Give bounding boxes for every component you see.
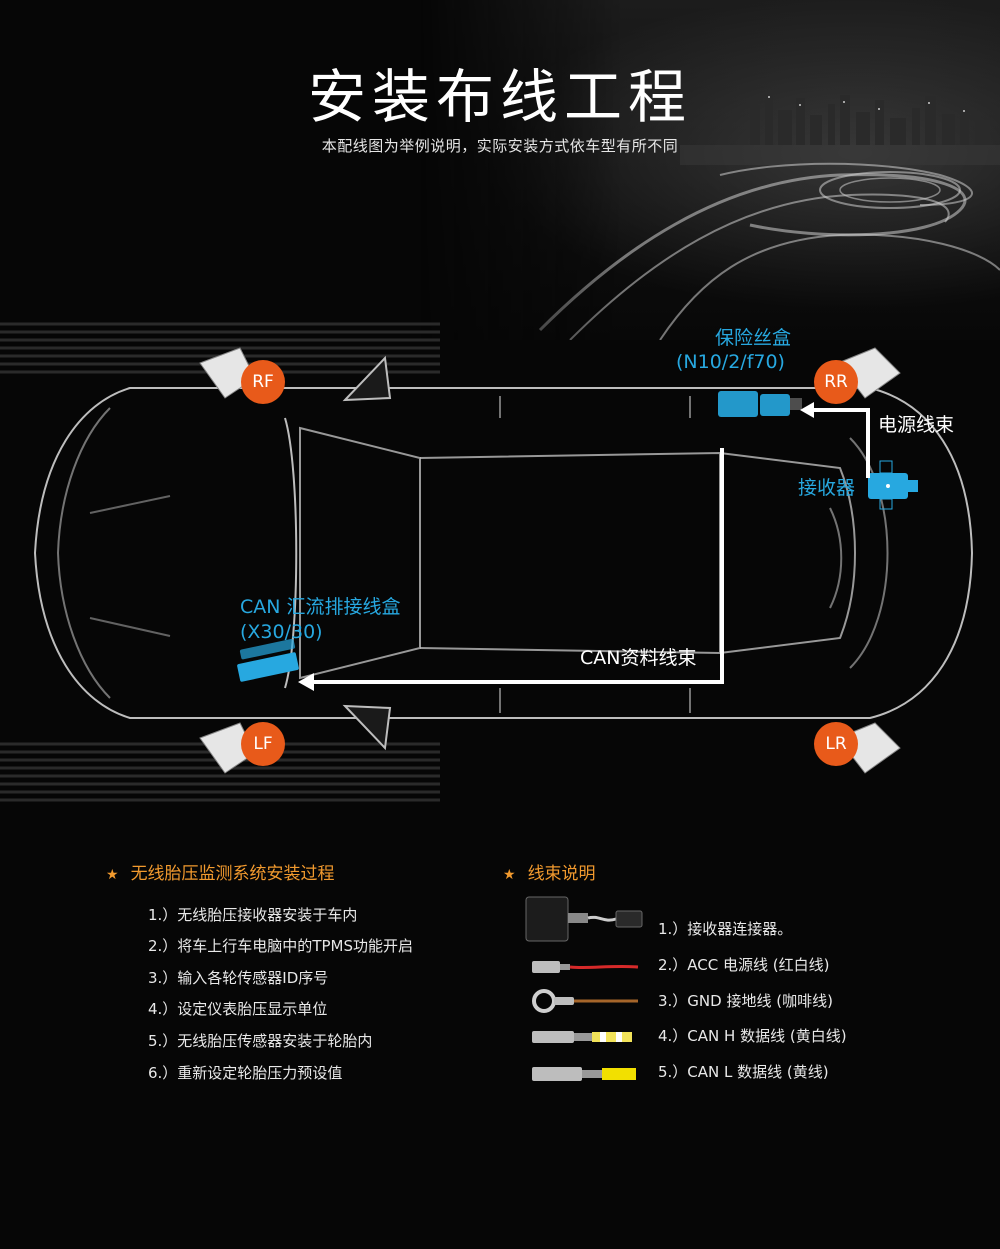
install-step: 4.）设定仪表胎压显示单位 xyxy=(148,1000,328,1018)
install-step: 3.）输入各轮传感器ID序号 xyxy=(148,969,329,987)
ring-terminal-icon xyxy=(532,989,638,1013)
valve-sensor-icon xyxy=(199,347,901,774)
power-harness-line xyxy=(808,408,870,478)
fuse-box-label: 保险丝盒 xyxy=(708,326,798,350)
wire-item: 2.）ACC 电源线 (红白线) xyxy=(658,956,830,974)
fuse-box-icon xyxy=(718,391,802,417)
wire-item: 3.）GND 接地线 (咖啡线) xyxy=(658,992,833,1010)
receiver-label: 接收器 xyxy=(798,477,856,499)
yellow-wire-icon xyxy=(532,1067,636,1081)
city-skyline-image xyxy=(538,90,1000,341)
install-heading-text: 无线胎压监测系统安装过程 xyxy=(130,864,335,884)
wire-item: 5.）CAN L 数据线 (黄线) xyxy=(658,1063,829,1081)
fuse-box-spec: (N10/2/f70) xyxy=(676,351,785,373)
wires-heading: ★ 线束说明 xyxy=(503,859,596,884)
can-box-spec: (X30/30) xyxy=(240,621,323,643)
yellow-white-wire-icon xyxy=(532,1031,632,1043)
can-junction-box-icon xyxy=(237,638,299,682)
can-harness-line xyxy=(312,448,724,684)
connector-plug-icon xyxy=(525,896,643,942)
car-top-view-illustration xyxy=(0,322,974,802)
wheel-badge-lr: LR xyxy=(814,722,858,766)
can-box-name: CAN 汇流排接线盒 xyxy=(240,596,401,618)
can-harness-arrow-icon xyxy=(298,673,314,691)
install-step: 2.）将车上行车电脑中的TPMS功能开启 xyxy=(148,937,413,955)
install-step: 1.）无线胎压接收器安装于车内 xyxy=(148,906,358,924)
power-harness-label: 电源线束 xyxy=(878,414,955,436)
receiver-icon xyxy=(868,460,918,510)
wire-item: 4.）CAN H 数据线 (黄白线) xyxy=(658,1027,847,1045)
install-heading: ★ 无线胎压监测系统安装过程 xyxy=(106,859,335,884)
power-harness-arrow-icon xyxy=(800,402,814,418)
page-subtitle: 本配线图为举例说明，实际安装方式依车型有所不同 xyxy=(321,137,679,155)
star-icon: ★ xyxy=(106,867,119,883)
wheel-badge-rr: RR xyxy=(814,360,858,404)
wiring-diagram: 保险丝盒 (N10/2/f70) 电源线束 接收器 CAN 汇流排接线盒 (X3… xyxy=(0,318,1000,808)
red-wire-icon xyxy=(532,961,639,973)
wires-heading-text: 线束说明 xyxy=(527,864,596,884)
wheel-badge-rf: RF xyxy=(241,360,285,404)
tire-track-icon xyxy=(0,322,440,802)
city-highway-background xyxy=(420,0,1000,341)
fuse-box-name: 保险丝盒 xyxy=(714,327,791,349)
wheel-badge-lf: LF xyxy=(241,722,285,766)
can-harness-label: CAN资料线束 xyxy=(580,647,697,669)
page-title: 安装布线工程 xyxy=(307,63,692,131)
install-step: 5.）无线胎压传感器安装于轮胎内 xyxy=(148,1032,373,1050)
install-step: 6.）重新设定轮胎压力预设值 xyxy=(148,1064,343,1082)
star-icon: ★ xyxy=(503,867,516,883)
wire-item: 1.）接收器连接器。 xyxy=(658,920,793,938)
